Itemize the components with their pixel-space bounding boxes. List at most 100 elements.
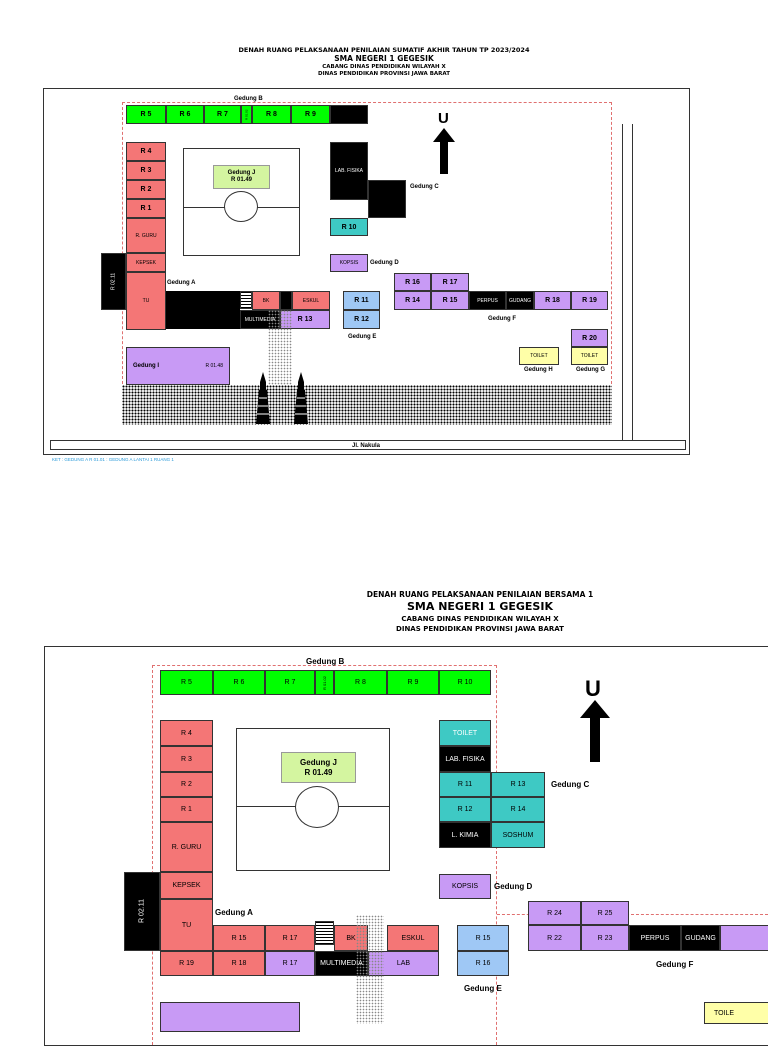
map2-room-a-r19: R 19 [160, 951, 213, 976]
map1-path [268, 310, 292, 385]
map1-room-r5: R 5 [126, 105, 166, 124]
map1-room-r4: R 4 [126, 142, 166, 161]
map1-room-toilet-h: TOILET [519, 347, 559, 365]
map2-room-a-r17b: R 17 [265, 951, 315, 976]
map2-gedung-j-label: Gedung J [300, 757, 337, 767]
map1-gedung-f-label: Gedung F [488, 316, 516, 322]
map2-title-2: SMA NEGERI 1 GEGESIK [407, 600, 553, 613]
map1-room-r7: R 7 [204, 105, 241, 124]
map1-room-r6: R 6 [166, 105, 204, 124]
map2-room-gudang: GUDANG [681, 925, 720, 951]
map2-north-arrow-icon [580, 700, 610, 762]
map1-room-r15: R 15 [431, 291, 469, 310]
map1-gedung-j-box: Gedung J R 01.49 [213, 165, 270, 189]
map1-north-label: U [438, 110, 449, 127]
map2-field-circle [295, 786, 339, 828]
map1-frame [43, 88, 690, 455]
map2-gedung-j-box: Gedung J R 01.49 [281, 752, 356, 783]
map2-room-r0211: R 02.11 [124, 872, 160, 951]
map1-room-r12: R 12 [343, 310, 380, 329]
map1-room-r14: R 14 [394, 291, 431, 310]
map2-room-c-r14: R 14 [491, 797, 545, 822]
map2-room-c-r13: R 13 [491, 772, 545, 797]
map1-gedung-i-room: R 01.48 [205, 363, 223, 369]
map1-street [50, 440, 686, 450]
map1-room-kepsek: KEPSEK [126, 253, 166, 272]
map2-room-a-r15: R 15 [213, 925, 265, 951]
map2-title-1: DENAH RUANG PELAKSANAAN PENILAIAN BERSAM… [366, 590, 594, 599]
map1-stairs [240, 291, 252, 309]
map2-room-r9: R 9 [387, 670, 439, 695]
map1-parking-area [122, 385, 612, 425]
map1-room-r0102: R 01.02 [241, 105, 252, 124]
map2-gedung-d-label: Gedung D [494, 882, 533, 891]
map1-room-eskul: ESKUL [292, 291, 330, 310]
map2-gedung-c-label: Gedung C [551, 780, 590, 789]
map2-room-a-r18: R 18 [213, 951, 265, 976]
map2-room-e-r16: R 16 [457, 951, 509, 976]
map2-room-r23: R 23 [581, 925, 629, 951]
map2-room-kopsis: KOPSIS [439, 874, 491, 899]
map2-room-perpus: PERPUS [629, 925, 681, 951]
map2-title-3: CABANG DINAS PENDIDIKAN WILAYAH X [401, 615, 559, 623]
map2-room-r24: R 24 [528, 901, 581, 925]
map2-room-r1: R 1 [160, 797, 213, 822]
map1-gedung-d-label: Gedung D [370, 260, 399, 266]
map2-school-boundary [152, 665, 497, 1045]
map1-room-r20: R 20 [571, 329, 608, 347]
map1-gedung-h-label: Gedung H [524, 367, 553, 373]
map2-room-r10: R 10 [439, 670, 491, 695]
map1-room-kopsis: KOPSIS [330, 254, 368, 272]
map1-room-tu: TU [126, 272, 166, 330]
map1-room-r18: R 18 [534, 291, 571, 310]
map1-room-r-guru: R. GURU [126, 218, 166, 253]
map2-room-r6: R 6 [213, 670, 265, 695]
map1-gedung-a-corridor [166, 291, 240, 329]
map2-room-toile: TOILE [704, 1002, 768, 1024]
map1-gedung-j-label: Gedung J [227, 170, 256, 176]
map2-field [236, 728, 390, 871]
map1-field [183, 148, 300, 256]
map2-room-c-r11: R 11 [439, 772, 491, 797]
map1-tower-icon-right [294, 372, 308, 424]
map1-gedung-c-label: Gedung C [410, 184, 439, 190]
map1-street-label: Jl. Nakula [352, 443, 381, 449]
map2-boundary-right [497, 914, 768, 915]
map1-room-r9: R 9 [291, 105, 330, 124]
map2-stairs [315, 921, 334, 945]
map2-room-e-r15: R 15 [457, 925, 509, 951]
map1-tower-icon-left [256, 372, 270, 424]
map1-gedung-b-label: Gedung B [234, 96, 263, 102]
map2-north-label: U [585, 676, 601, 701]
map2-room-tu: TU [160, 899, 213, 951]
map2-gedung-a-label: Gedung A [215, 908, 253, 917]
map1-room-r10: R 10 [330, 218, 368, 236]
map2-room-f-end [720, 925, 768, 951]
map2-gedung-b-label: Gedung B [306, 657, 345, 666]
map2-room-l-kimia: L. KIMIA [439, 822, 491, 848]
map1-side-road [622, 124, 633, 440]
map2-gedung-e-label: Gedung E [464, 984, 502, 993]
map2-room-c-r12: R 12 [439, 797, 491, 822]
map2-room-r8: R 8 [334, 670, 387, 695]
map1-note: KET : GEDUNG A R 01.01 : GEDUNG A LANTAI… [52, 457, 174, 462]
map2-gedung-j-room: R 01.49 [304, 767, 333, 777]
map2-room-soshum: SOSHUM [491, 822, 545, 848]
map2-room-r25: R 25 [581, 901, 629, 925]
map2-gedung-f-label: Gedung F [656, 960, 694, 969]
map2-gedung-i [160, 1002, 300, 1032]
map2-room-a-r17: R 17 [265, 925, 315, 951]
map2-room-r2: R 2 [160, 772, 213, 797]
map2-room-toilet-c: TOILET [439, 720, 491, 746]
map2-room-r0102: R 01.02 [315, 670, 334, 695]
map2-room-r7: R 7 [265, 670, 315, 695]
map1-room-r11: R 11 [343, 291, 380, 310]
map2-room-r5: R 5 [160, 670, 213, 695]
map1-gedung-a-label: Gedung A [167, 280, 196, 286]
map1-room-r8: R 8 [252, 105, 291, 124]
map1-gedung-g-label: Gedung G [576, 367, 605, 373]
map1-gedung-e-label: Gedung E [348, 334, 377, 340]
map1-title-1: DENAH RUANG PELAKSANAAN PENILAIAN SUMATI… [238, 46, 530, 54]
map1-gedung-i-label: Gedung I [133, 363, 159, 369]
map1-room-r1: R 1 [126, 199, 166, 218]
